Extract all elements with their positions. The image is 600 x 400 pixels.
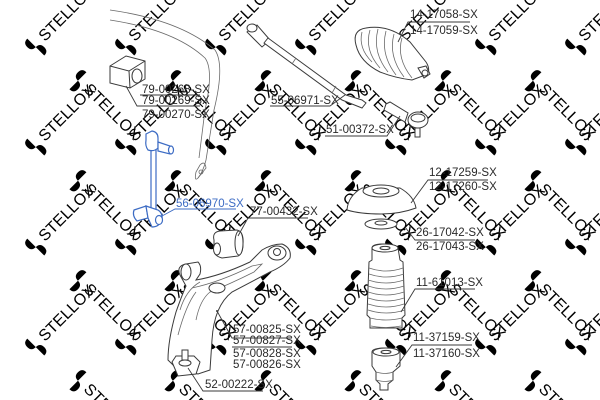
label-group-strut-mount: 12-17259-SX 12-17260-SX [410, 167, 497, 204]
part-number-label[interactable]: 57-00825-SX [233, 324, 301, 336]
strut-mount[interactable] [346, 184, 417, 215]
part-number-label[interactable]: 57-00826-SX [233, 359, 301, 371]
part-number-label[interactable]: 11-37159-SX [413, 332, 480, 344]
part-number-label[interactable]: 12-17259-SX [429, 167, 497, 179]
stabilizer-bar [109, 9, 221, 180]
label-group-spring-pad: 26-17042-SX 26-17043-SX [404, 226, 484, 253]
part-number-label[interactable]: 57-00828-SX [233, 348, 301, 360]
part-number-label[interactable]: 52-00222-SX [205, 379, 273, 391]
part-number-label[interactable]: 79-00270-SX [142, 109, 210, 121]
arm-bushing[interactable] [213, 229, 244, 259]
label-group-tie-rod-end: 51-00372-SX [325, 115, 401, 137]
watermark-layer [23, 0, 600, 400]
part-number-label[interactable]: 55-06971-SX [271, 95, 339, 107]
part-number-label[interactable]: 26-17043-SX [416, 241, 484, 253]
part-number-label[interactable]: 14-17059-SX [410, 25, 478, 37]
part-number-label[interactable]: 79-00269-SX [142, 95, 210, 107]
label-group-arm-bushing: 77-00432-SX [237, 206, 318, 237]
stabilizer-bushing[interactable] [109, 55, 146, 89]
label-group-stabilizer-bushing: 79-00268-SX 79-00269-SX 79-00270-SX [125, 84, 210, 121]
tie-rod-inner[interactable] [246, 23, 367, 109]
label-group-tie-rod-inner: 55-06971-SX [270, 94, 346, 107]
label-group-control-arm: 57-00825-SX 57-00827-SX 57-00828-SX 57-0… [216, 310, 301, 371]
part-number-label[interactable]: 51-00372-SX [326, 124, 394, 136]
part-number-label[interactable]: 11-61013-SX [416, 277, 483, 289]
tie-rod-end[interactable] [383, 101, 429, 138]
bump-stop[interactable] [371, 347, 401, 391]
part-number-label[interactable]: 14-17058-SX [410, 9, 478, 21]
dust-boot[interactable] [366, 243, 406, 329]
part-number-label[interactable]: 57-00827-SX [233, 335, 301, 347]
part-number-label-highlighted[interactable]: 56-06970-SX [176, 198, 244, 210]
label-group-stabilizer-link: 56-06970-SX [161, 198, 244, 217]
stabilizer-link[interactable] [132, 130, 175, 228]
label-group-ball-joint: 52-00222-SX [187, 367, 273, 392]
label-group-bump-stop: 11-37159-SX 11-37160-SX [395, 332, 480, 368]
part-number-label[interactable]: 12-17260-SX [429, 181, 497, 193]
label-group-steering-boot: 14-17058-SX 14-17059-SX [397, 9, 478, 43]
ball-joint[interactable] [171, 349, 201, 377]
steering-boot[interactable] [354, 26, 431, 81]
part-number-label[interactable]: 77-00432-SX [250, 206, 318, 218]
part-number-label[interactable]: 11-37160-SX [413, 348, 480, 360]
label-group-dust-boot: 11-61013-SX [400, 277, 483, 313]
spring-pad[interactable] [364, 218, 398, 230]
part-number-label[interactable]: 26-17042-SX [416, 227, 484, 239]
part-number-label[interactable]: 79-00268-SX [142, 84, 210, 96]
